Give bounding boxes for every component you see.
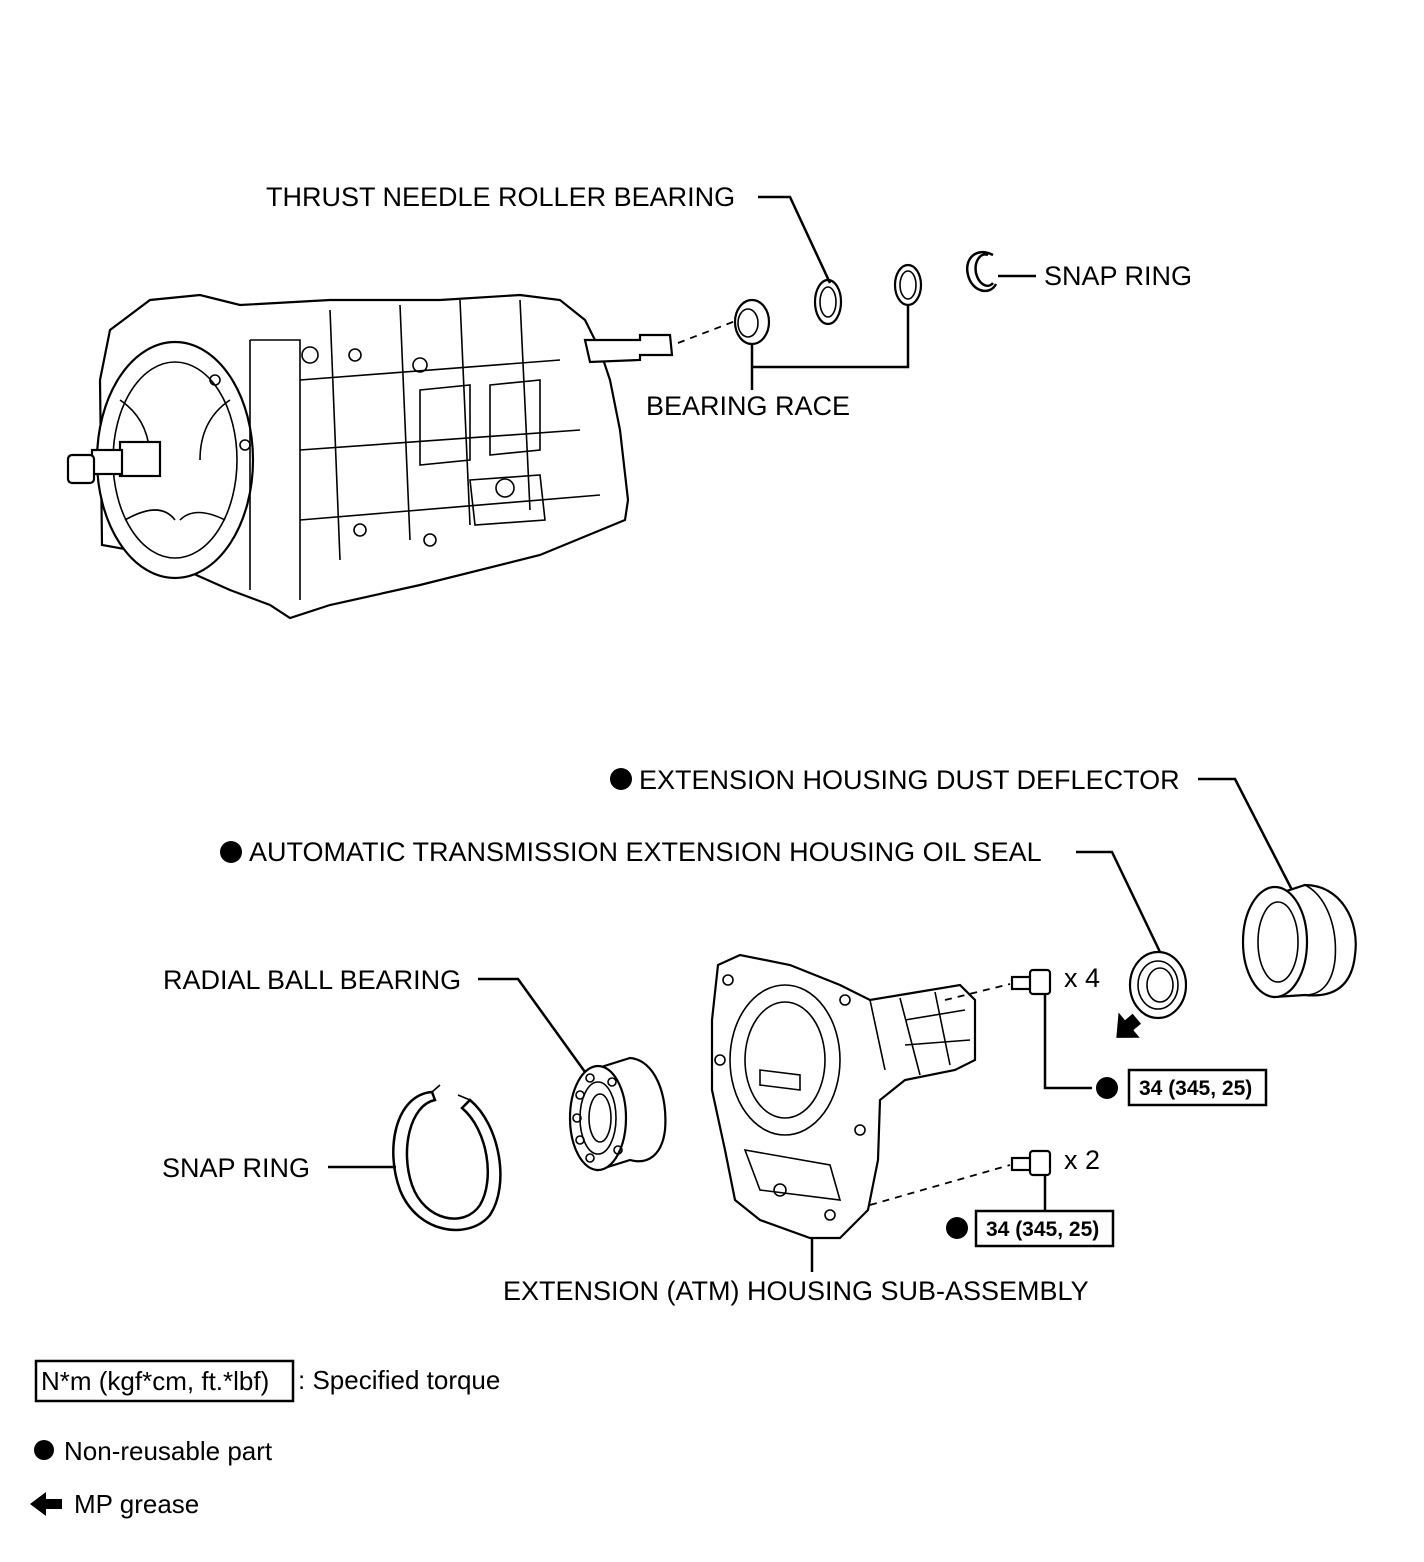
leader-torque-upper [1043,994,1092,1090]
bolt-upper-quantity: x 4 [1064,963,1100,993]
thrust-needle-roller-bearing [813,278,843,326]
label-radial-ball-bearing: RADIAL BALL BEARING [163,965,461,995]
legend: N*m (kgf*cm, ft.*lbf) : Specified torque… [30,1359,500,1519]
legend-non-reusable-text: Non-reusable part [64,1436,273,1466]
bolt-upper-centerline [944,983,1011,1001]
leader-oil-seal [1076,850,1162,953]
oil-seal-part [1128,950,1188,1020]
legend-grease-arrow-icon [30,1492,62,1516]
torque-box-lower [974,1209,1115,1248]
legend-torque-description: : Specified torque [298,1365,500,1395]
bolt-lower-centerline [869,1164,1011,1206]
bolt-lower [1010,1149,1052,1177]
label-oil-seal: AUTOMATIC TRANSMISSION EXTENSION HOUSING… [249,837,1042,867]
legend-non-reusable-icon [34,1440,54,1460]
legend-torque-box [34,1359,295,1403]
label-dust-deflector: EXTENSION HOUSING DUST DEFLECTOR [639,765,1180,795]
snap-ring-top-part [965,250,998,293]
non-reusable-bullet-icon [220,841,242,863]
label-snap-ring-top: SNAP RING [1044,261,1192,291]
non-reusable-bullet-icon [1096,1077,1118,1099]
label-extension-housing: EXTENSION (ATM) HOUSING SUB-ASSEMBLY [503,1276,1089,1306]
label-bearing-race: BEARING RACE [646,391,850,421]
non-reusable-bullet-icon [946,1217,968,1239]
bolt-lower-quantity: x 2 [1064,1145,1100,1175]
legend-torque-unit: N*m (kgf*cm, ft.*lbf) [41,1366,269,1396]
transmission-assembly [66,293,739,620]
torque-value-lower: 34 (345, 25) [986,1218,1099,1241]
leader-thrust-bearing [758,195,832,284]
non-reusable-bullet-icon [610,768,632,790]
bearing-race-2 [893,263,923,307]
radial-ball-bearing-part [568,1056,667,1172]
extension-housing-part [710,953,977,1240]
leader-dust-deflector [1198,777,1294,891]
leader-radial-ball-bearing [478,977,587,1073]
label-snap-ring-bottom: SNAP RING [162,1153,310,1183]
torque-value-upper: 34 (345, 25) [1139,1077,1252,1100]
leader-bearing-race [750,306,910,390]
grease-arrow-icon [1116,1012,1141,1038]
torque-box-upper [1127,1068,1268,1107]
bolt-upper [1010,968,1052,996]
legend-grease-text: MP grease [74,1489,199,1519]
dust-deflector-part [1241,883,1357,999]
label-thrust-needle-roller-bearing: THRUST NEEDLE ROLLER BEARING [266,182,735,212]
snap-ring-bottom-part [392,1084,502,1232]
bearing-race-1 [733,298,771,346]
